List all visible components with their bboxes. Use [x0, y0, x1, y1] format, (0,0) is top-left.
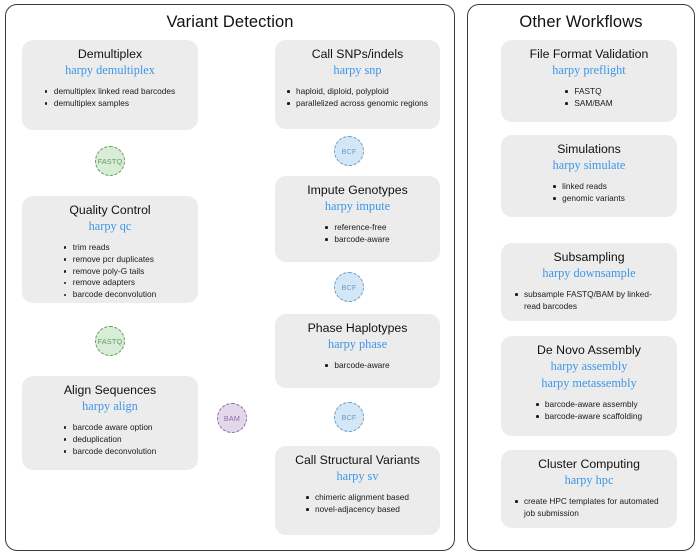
list-item: parallelized across genomic regions — [287, 98, 428, 110]
card-bullet-list: reference-free barcode-aware — [325, 222, 390, 246]
card-de-novo-assembly[interactable]: De Novo Assembly harpy assembly harpy me… — [501, 336, 677, 436]
list-item: FASTQ — [565, 86, 612, 98]
card-command-secondary: harpy metassembly — [541, 376, 637, 391]
list-item: create HPC templates for automated job s… — [515, 496, 667, 520]
card-bullet-list: barcode-aware — [325, 360, 390, 372]
card-title: Call SNPs/indels — [311, 47, 404, 61]
card-command: harpy hpc — [564, 473, 614, 488]
card-subsampling[interactable]: Subsampling harpy downsample subsample F… — [501, 243, 677, 321]
card-bullet-list: trim reads remove pcr duplicates remove … — [63, 242, 157, 301]
card-title: Quality Control — [69, 203, 151, 217]
card-title: Align Sequences — [63, 383, 157, 397]
list-item: deduplication — [63, 434, 157, 446]
panel-title-other-workflows: Other Workflows — [519, 13, 643, 31]
list-item: remove adapters — [63, 277, 157, 289]
list-item: genomic variants — [553, 193, 625, 205]
list-item: barcode-aware — [325, 360, 390, 372]
card-title: Call Structural Variants — [295, 453, 420, 467]
card-command: harpy phase — [327, 337, 388, 352]
card-command: harpy align — [82, 399, 138, 414]
card-bullet-list: demultiplex linked read barcodes demulti… — [44, 86, 175, 110]
card-title: Impute Genotypes — [307, 183, 408, 197]
node-label: FASTQ — [97, 336, 123, 346]
card-title: File Format Validation — [529, 47, 649, 61]
card-phase-haplotypes[interactable]: Phase Haplotypes harpy phase barcode-awa… — [275, 314, 440, 388]
card-bullet-list: barcode aware option deduplication barco… — [63, 422, 157, 458]
list-item: remove poly-G tails — [63, 266, 157, 278]
card-title: Subsampling — [553, 250, 625, 264]
list-item: demultiplex linked read barcodes — [44, 86, 175, 98]
node-label: BAM — [223, 413, 241, 423]
card-cluster-computing[interactable]: Cluster Computing harpy hpc create HPC t… — [501, 450, 677, 528]
card-bullet-list: subsample FASTQ/BAM by linked-read barco… — [515, 289, 667, 313]
list-item: chimeric alignment based — [305, 492, 409, 504]
card-title: Simulations — [557, 142, 621, 156]
card-demultiplex[interactable]: Demultiplex harpy demultiplex demultiple… — [22, 40, 198, 130]
list-item: barcode-aware scaffolding — [535, 411, 642, 423]
data-node-bcf: BCF — [334, 272, 364, 302]
card-align-sequences[interactable]: Align Sequences harpy align barcode awar… — [22, 376, 198, 470]
list-item: barcode-aware assembly — [535, 399, 642, 411]
card-command: harpy snp — [333, 63, 382, 78]
list-item: barcode deconvolution — [63, 289, 156, 301]
node-label: BCF — [341, 282, 357, 292]
data-node-bam: BAM — [217, 403, 247, 433]
list-item: barcode aware option — [63, 422, 157, 434]
list-item: barcode deconvolution — [63, 446, 156, 458]
list-item: novel-adjacency based — [305, 504, 409, 516]
card-command: harpy qc — [88, 219, 132, 234]
card-command: harpy downsample — [542, 266, 636, 281]
panel-title-variant-detection: Variant Detection — [166, 13, 294, 31]
node-label: FASTQ — [97, 156, 123, 166]
list-item: subsample FASTQ/BAM by linked-read barco… — [515, 289, 667, 313]
card-bullet-list: create HPC templates for automated job s… — [515, 496, 667, 520]
node-label: BCF — [341, 412, 357, 422]
list-item: remove pcr duplicates — [63, 254, 157, 266]
card-bullet-list: barcode-aware assembly barcode-aware sca… — [535, 399, 642, 423]
card-call-snps-indels[interactable]: Call SNPs/indels harpy snp haploid, dipl… — [275, 40, 440, 129]
data-node-fastq: FASTQ — [95, 326, 125, 356]
card-command: harpy simulate — [552, 158, 626, 173]
list-item: trim reads — [63, 242, 157, 254]
card-bullet-list: FASTQ SAM/BAM — [565, 86, 613, 110]
list-item: barcode-aware — [325, 234, 390, 246]
card-command: harpy impute — [324, 199, 391, 214]
card-bullet-list: chimeric alignment based novel-adjacency… — [305, 492, 409, 516]
data-node-bcf: BCF — [334, 402, 364, 432]
card-command: harpy preflight — [552, 63, 626, 78]
card-command: harpy demultiplex — [65, 63, 155, 78]
card-quality-control[interactable]: Quality Control harpy qc trim reads remo… — [22, 196, 198, 303]
list-item: haploid, diploid, polyploid — [287, 86, 428, 98]
list-item: linked reads — [553, 181, 625, 193]
card-bullet-list: haploid, diploid, polyploid parallelized… — [287, 86, 428, 110]
card-title: De Novo Assembly — [537, 343, 641, 357]
node-label: BCF — [341, 146, 357, 156]
list-item: reference-free — [325, 222, 389, 234]
card-simulations[interactable]: Simulations harpy simulate linked reads … — [501, 135, 677, 217]
card-impute-genotypes[interactable]: Impute Genotypes harpy impute reference-… — [275, 176, 440, 262]
card-file-format-validation[interactable]: File Format Validation harpy preflight F… — [501, 40, 677, 122]
card-call-structural-variants[interactable]: Call Structural Variants harpy sv chimer… — [275, 446, 440, 535]
data-node-bcf: BCF — [334, 136, 364, 166]
card-command: harpy assembly — [550, 359, 628, 374]
card-bullet-list: linked reads genomic variants — [553, 181, 625, 205]
list-item: demultiplex samples — [44, 98, 175, 110]
data-node-fastq: FASTQ — [95, 146, 125, 176]
card-title: Phase Haplotypes — [307, 321, 408, 335]
card-title: Cluster Computing — [538, 457, 640, 471]
card-command: harpy sv — [336, 469, 379, 484]
card-title: Demultiplex — [77, 47, 143, 61]
list-item: SAM/BAM — [565, 98, 613, 110]
